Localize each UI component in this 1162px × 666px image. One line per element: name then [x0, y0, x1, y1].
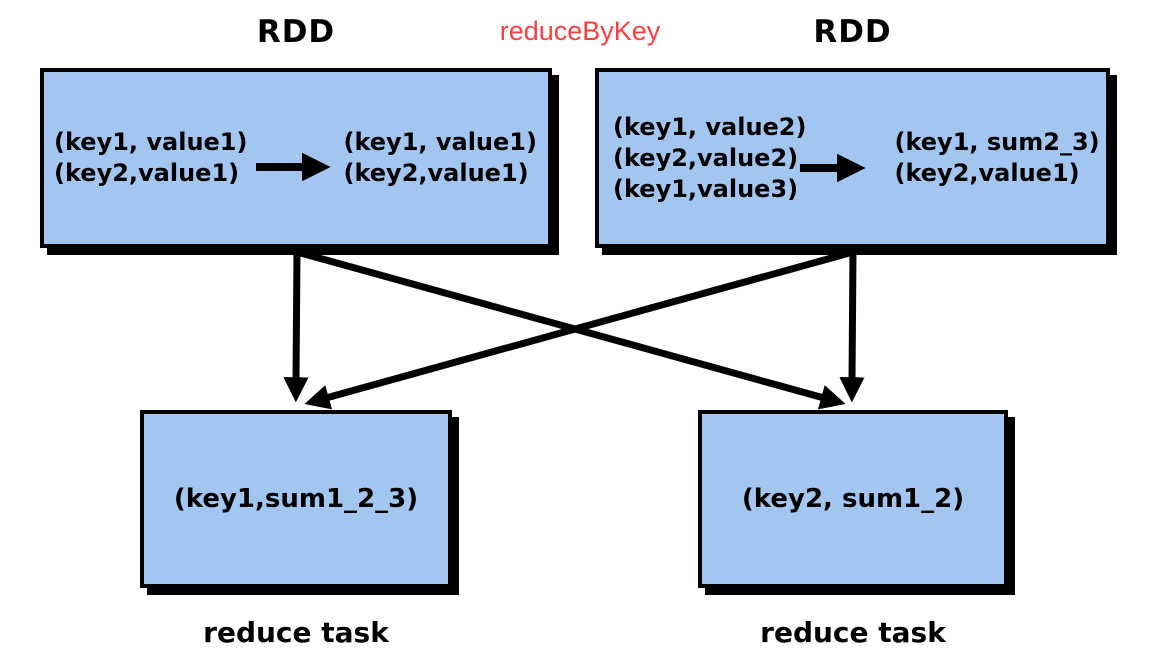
reduce-task-box-1: (key1,sum1_2_3) — [140, 410, 452, 588]
rdd-right-input-tuples: (key1, value2) (key2,value2) (key1,value… — [613, 112, 806, 205]
rdd-label-right: RDD — [813, 14, 892, 50]
rdd-box-right: (key1, value2) (key2,value2) (key1,value… — [595, 68, 1110, 248]
reduce-task-caption-1: reduce task — [203, 616, 389, 649]
tuple-text: (key2,value1) — [894, 159, 1080, 187]
shuffle-arrow-right-to-right-icon — [839, 251, 865, 403]
tuple-text: (key2,value1) — [343, 159, 529, 187]
tuple-text: (key1, value1) — [54, 128, 248, 156]
rdd-right-content: (key1, value2) (key2,value2) (key1,value… — [599, 72, 1106, 244]
operation-label: reduceByKey — [499, 16, 661, 46]
rdd-left-content: (key1, value1) (key2,value1) (key1, valu… — [44, 72, 548, 244]
rdd-left-output-tuples: (key1, value1) (key2,value1) — [343, 127, 536, 189]
tuple-text: (key2,value1) — [54, 159, 240, 187]
shuffle-arrow-right-to-left-icon — [304, 248, 854, 410]
tuple-text: (key1, value1) — [343, 128, 537, 156]
rdd-right-output-tuples: (key1, sum2_3) (key2,value1) — [894, 127, 1099, 189]
rdd-left-input-tuples: (key1, value1) (key2,value1) — [54, 127, 247, 189]
rdd-box-left: (key1, value1) (key2,value1) (key1, valu… — [40, 68, 552, 248]
tuple-text: (key1, value2) — [613, 112, 807, 141]
rdd-label-left: RDD — [256, 14, 336, 50]
tuple-text: (key1, sum2_3) — [894, 128, 1100, 156]
tuple-text: (key1,sum1_2_3) — [173, 484, 419, 514]
reduce-task-caption-2: reduce task — [760, 616, 946, 649]
tuple-text: (key2, sum1_2) — [741, 484, 965, 514]
tuple-text: (key2,value2) — [613, 143, 799, 172]
shuffle-arrow-left-to-left-icon — [283, 251, 309, 403]
shuffle-arrow-left-to-right-icon — [296, 248, 846, 410]
reduce-task-box-2: (key2, sum1_2) — [698, 410, 1008, 588]
tuple-text: (key1,value3) — [613, 174, 799, 203]
